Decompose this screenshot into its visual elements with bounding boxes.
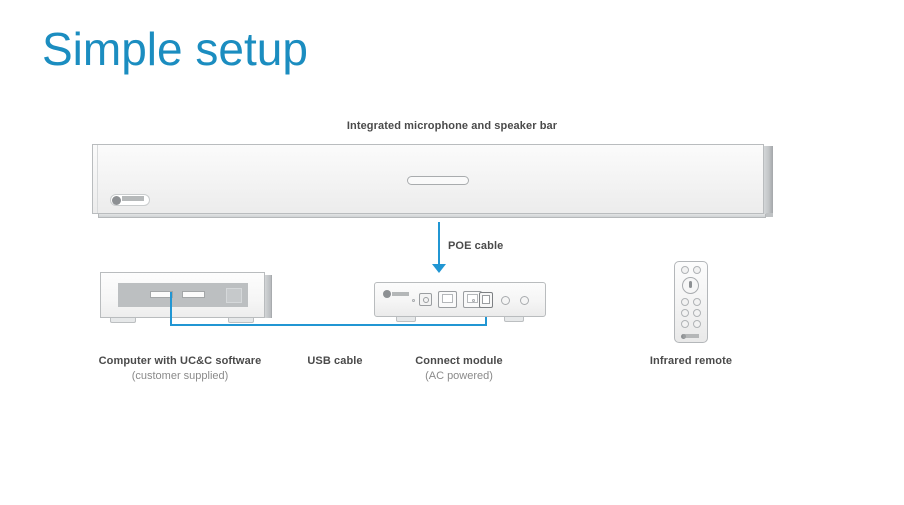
speaker-slot-icon [407,176,469,185]
remote-row1-right-button [693,298,701,306]
usb-cable-label: USB cable [307,355,363,367]
module-indicator-dot-2 [472,299,475,302]
infrared-remote-device [674,261,710,344]
connect-module-sublabel: (AC powered) [425,370,493,382]
computer-square-port [226,288,242,303]
speaker-bar-label: Integrated microphone and speaker bar [346,120,558,132]
speaker-bar-bottom-lip [98,214,766,218]
brand-logo-wordmark-icon [683,334,699,338]
remote-row2-right-button [693,309,701,317]
module-foot-right [504,317,524,322]
connect-module-label: Connect module [415,355,503,367]
remote-row1-left-button [681,298,689,306]
poe-cable-label: POE cable [448,240,504,252]
page-title: Simple setup [42,23,308,75]
computer-sublabel: (customer supplied) [131,370,229,382]
computer-device [100,272,272,330]
module-round-port-2 [520,296,529,305]
connect-module-chassis [374,282,546,317]
computer-usb-slot-2 [182,291,205,298]
brand-logo-dot-icon [112,195,121,205]
microphone-icon [689,281,692,288]
usb-cable-segment-horizontal [170,324,487,326]
computer-right-side [265,275,272,318]
module-usb-b-port-inner [482,295,490,304]
module-foot-left [396,317,416,322]
remote-top-left-button [681,266,689,274]
infrared-remote-label: Infrared remote [649,355,733,367]
module-round-port-1 [501,296,510,305]
remote-chassis [674,261,708,343]
remote-row3-left-button [681,320,689,328]
usb-cable-segment-down [170,292,172,326]
brand-logo-dot-icon [383,290,391,298]
module-rj45-port-2-inner [467,294,478,303]
brand-logo-wordmark-icon [392,292,409,296]
computer-label: Computer with UC&C software [98,355,262,367]
speaker-bar-device [92,144,776,222]
poe-cable-line [438,222,440,266]
speaker-bar-left-bevel [97,145,98,213]
connect-module-device [374,282,549,327]
remote-row3-right-button [693,320,701,328]
remote-row2-left-button [681,309,689,317]
arrow-down-icon [432,264,446,273]
computer-foot-right [228,318,254,323]
module-power-port-inner [422,296,429,303]
speaker-bar-bottom-lip-right [766,213,773,217]
speaker-bar-right-side [764,146,773,214]
remote-top-right-button [693,266,701,274]
computer-usb-slot-1 [150,291,173,298]
computer-port-panel [118,283,248,307]
brand-logo-wordmark-icon [122,196,144,201]
computer-foot-left [110,318,136,323]
module-indicator-dot-1 [412,299,415,302]
module-rj45-port-1-inner [442,294,453,303]
